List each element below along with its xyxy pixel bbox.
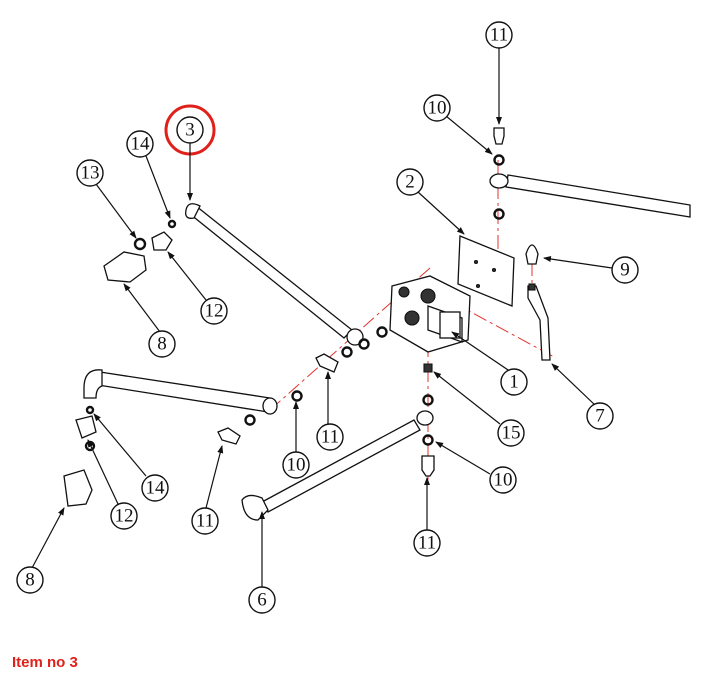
callout-11-center bbox=[316, 423, 344, 451]
callout-12-lower bbox=[110, 502, 138, 530]
lever-handle bbox=[525, 244, 551, 361]
callout-11-left-label: 11 bbox=[196, 511, 214, 532]
callout-9 bbox=[611, 256, 639, 284]
callout-11-bottom bbox=[413, 529, 441, 557]
callout-10-top bbox=[423, 94, 451, 122]
callout-8-upper-label: 8 bbox=[157, 334, 167, 355]
callout-12-lower-label: 12 bbox=[115, 506, 134, 527]
callout-10-lower-label: 10 bbox=[494, 470, 513, 491]
callout-14-upper bbox=[126, 130, 154, 158]
callout-8-upper bbox=[148, 330, 176, 358]
callout-12-upper-label: 12 bbox=[205, 301, 224, 322]
callout-13-label: 13 bbox=[81, 163, 100, 184]
callout-11-top bbox=[485, 21, 513, 49]
callout-7 bbox=[586, 402, 614, 430]
callout-6 bbox=[248, 586, 276, 614]
callout-1-label: 1 bbox=[509, 372, 519, 393]
callout-13 bbox=[76, 159, 104, 187]
callout-6-label: 6 bbox=[257, 590, 267, 611]
callout-8-lower bbox=[16, 566, 44, 594]
hose-upper-right bbox=[489, 173, 691, 218]
callout-14-lower bbox=[141, 474, 169, 502]
callout-1 bbox=[500, 368, 528, 396]
callout-2-label: 2 bbox=[405, 172, 415, 193]
callout-3-label: 3 bbox=[185, 120, 195, 141]
callout-10-lower bbox=[489, 466, 517, 494]
hose-lower bbox=[241, 410, 434, 521]
hose-upper-left bbox=[185, 203, 364, 346]
callout-2 bbox=[396, 168, 424, 196]
item-caption: Item no 3 bbox=[12, 654, 78, 671]
callout-15 bbox=[497, 419, 525, 447]
callout-11-left bbox=[191, 507, 219, 535]
callout-11-bottom-label: 11 bbox=[418, 533, 436, 554]
callout-10-middle-label: 10 bbox=[287, 455, 306, 476]
callout-10-top-label: 10 bbox=[428, 98, 447, 119]
callout-14-upper-label: 14 bbox=[131, 134, 151, 155]
callout-10-middle bbox=[282, 451, 310, 479]
callout-7-label: 7 bbox=[595, 406, 605, 427]
callout-11-top-label: 11 bbox=[490, 25, 508, 46]
fittings bbox=[63, 127, 505, 507]
mounting-plate bbox=[457, 235, 515, 307]
callout-3 bbox=[176, 116, 204, 144]
valve-block bbox=[389, 275, 471, 353]
callout-12-upper bbox=[200, 297, 228, 325]
callouts: 1 2 3 6 7 8 8 9 10 1 bbox=[16, 21, 639, 614]
callout-11-center-label: 11 bbox=[321, 427, 339, 448]
callout-14-lower-label: 14 bbox=[146, 478, 166, 499]
hose-middle-left bbox=[83, 369, 278, 415]
callout-9-label: 9 bbox=[620, 260, 630, 281]
callout-15-label: 15 bbox=[502, 423, 521, 444]
callout-8-lower-label: 8 bbox=[25, 570, 35, 591]
